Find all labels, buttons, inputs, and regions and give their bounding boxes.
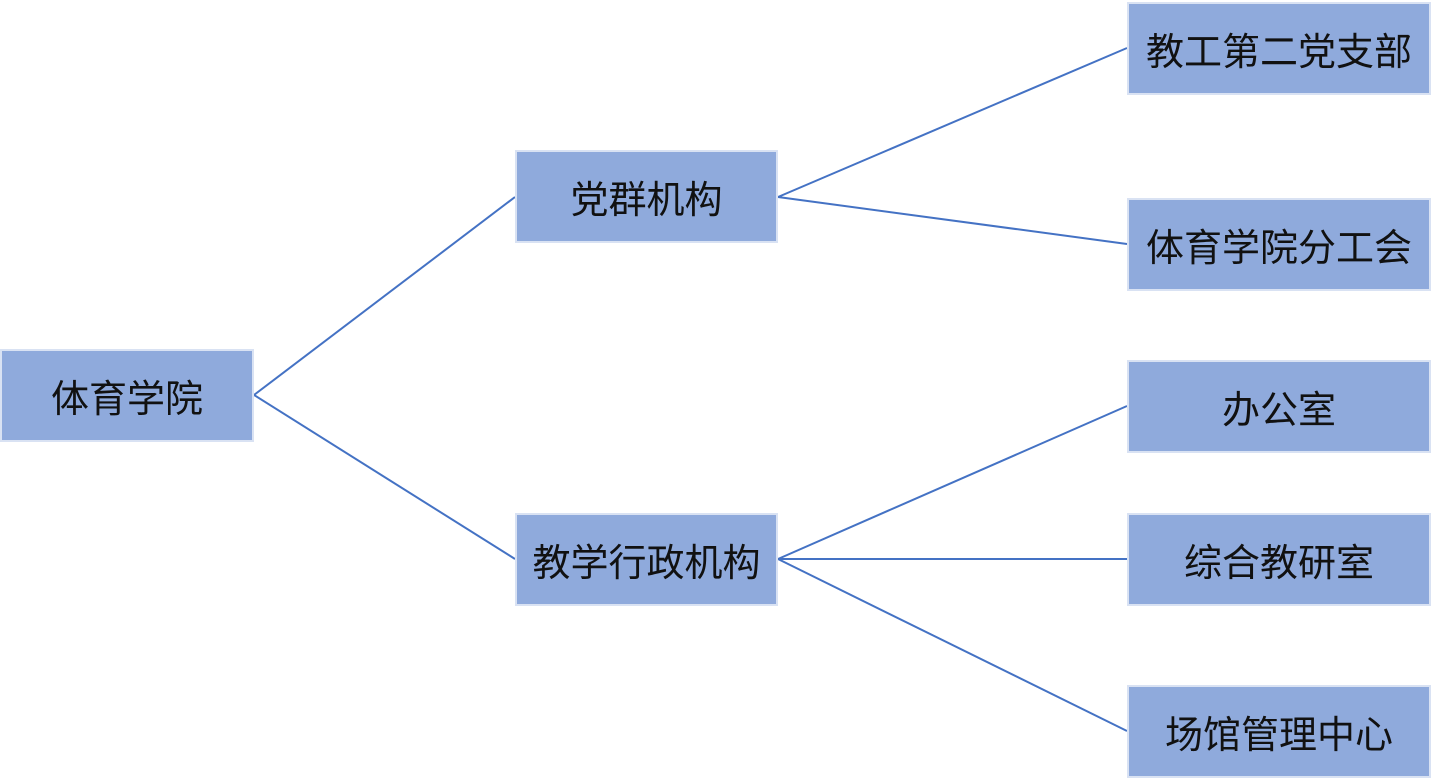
- node-teaching-research: 综合教研室: [1127, 513, 1431, 606]
- connector-root-to-party: [253, 196, 516, 396]
- node-teaching-admin: 教学行政机构: [515, 513, 778, 606]
- node-party-organizations: 党群机构: [515, 150, 778, 243]
- node-trade-union: 体育学院分工会: [1127, 198, 1431, 291]
- connector-party-to-union: [777, 196, 1128, 245]
- connector-admin-to-venue: [777, 558, 1128, 732]
- connector-party-to-branch: [777, 47, 1128, 198]
- node-party-branch: 教工第二党支部: [1127, 2, 1431, 95]
- connector-admin-to-office: [777, 405, 1128, 560]
- node-venue-management: 场馆管理中心: [1127, 685, 1431, 778]
- node-office: 办公室: [1127, 360, 1431, 453]
- node-root: 体育学院: [0, 349, 254, 442]
- connector-root-to-admin: [253, 394, 516, 560]
